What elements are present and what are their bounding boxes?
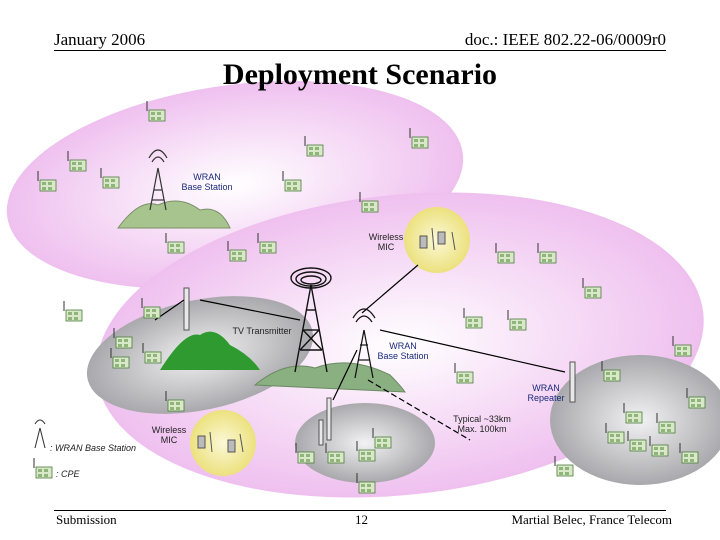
link-bs-to-bottom (332, 349, 358, 401)
header-date: January 2006 (54, 30, 146, 49)
legend-cpe-icon (33, 457, 53, 479)
link-tv-to-left (199, 299, 301, 321)
label-wran-bs-center: WRAN Base Station (377, 341, 429, 361)
legend-cpe-text: : CPE (56, 469, 80, 479)
antenna-repeater (569, 361, 576, 403)
label-tv-transmitter: TV Transmitter (232, 326, 292, 336)
bottom-gray-zone (295, 403, 435, 483)
header-doc-id: doc.: IEEE 802.22-06/0009r0 (464, 30, 666, 49)
wireless-mic-group-upper (419, 227, 456, 251)
hill-center (253, 362, 407, 393)
legend-bs-text: : WRAN Base Station (50, 443, 137, 453)
label-wran-bs-upper: WRAN Base Station (181, 172, 233, 192)
antenna-left (183, 287, 190, 331)
antenna-bottom-1 (326, 397, 332, 441)
slide-title: Deployment Scenario (222, 58, 498, 91)
label-wran-repeater: WRAN Repeater (527, 383, 565, 403)
mic-zone-lower (190, 410, 256, 476)
footer-page-number: 12 (355, 512, 368, 527)
wireless-mic-group-lower (197, 431, 244, 453)
link-bs-to-mic (361, 264, 419, 314)
header-rule (54, 50, 666, 51)
footer-submission: Submission (56, 512, 117, 527)
tv-transmitter-tower (290, 267, 332, 373)
link-typical-range (367, 379, 471, 441)
wran-bs-tower-center (352, 308, 376, 379)
label-typical-range: Typical ~33km Max. 100km (453, 414, 511, 434)
label-wireless-mic-lower: Wireless MIC (151, 425, 187, 445)
footer-rule (54, 510, 666, 511)
link-bs-to-repeater (379, 329, 566, 373)
legend-bs-icon (34, 419, 46, 449)
hill-upper (117, 200, 231, 229)
hill-green (160, 331, 260, 370)
mic-zone-upper (404, 207, 470, 273)
wran-bs-tower-upper (148, 149, 168, 211)
footer-author: Martial Belec, France Telecom (511, 512, 672, 527)
label-wireless-mic-upper: Wireless MIC (368, 232, 404, 252)
antenna-bottom-2 (318, 419, 324, 446)
